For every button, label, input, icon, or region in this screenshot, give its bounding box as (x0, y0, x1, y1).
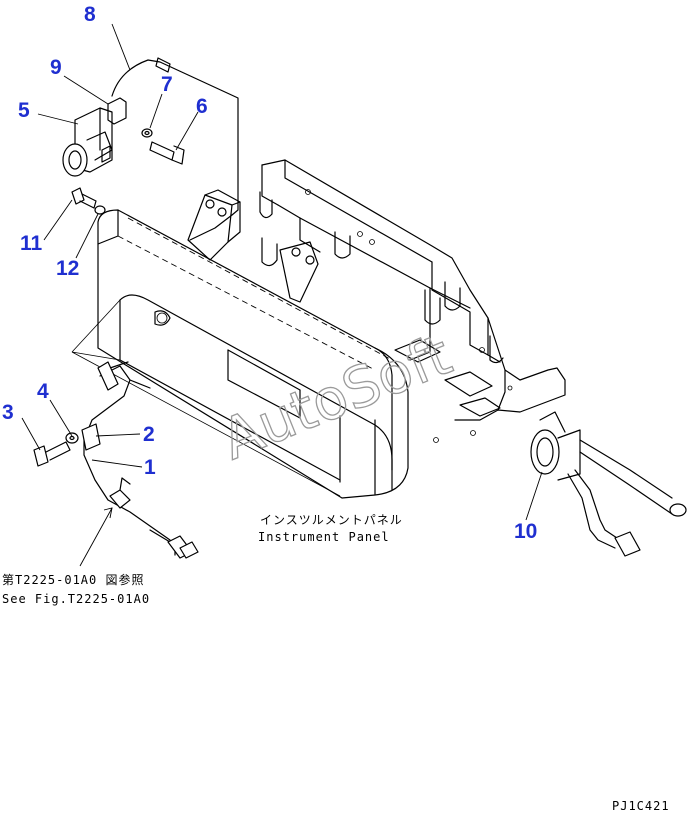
callout-9: 9 (50, 56, 62, 79)
console-box (71, 209, 409, 499)
leader-lines (21, 23, 543, 567)
callout-5: 5 (18, 99, 30, 122)
harness-1 (83, 361, 199, 559)
panel-label-en: Instrument Panel (258, 530, 390, 544)
callout-7: 7 (161, 73, 173, 96)
washer-12 (94, 205, 106, 215)
callout-12: 12 (56, 257, 79, 280)
bolt-3 (33, 441, 71, 467)
panel-label-jp: インスツルメントパネル (260, 513, 403, 527)
plate-9 (107, 97, 127, 125)
bolt-6 (149, 141, 185, 165)
mounting-bracket (187, 189, 319, 303)
callout-3: 3 (2, 401, 14, 424)
callout-6: 6 (196, 95, 208, 118)
instrument-panel-frame (259, 159, 566, 443)
callout-8: 8 (84, 3, 96, 26)
drawing-code: PJ1C421 (612, 799, 670, 813)
rotary-switch-5 (62, 107, 113, 177)
harness-8 (111, 57, 239, 241)
callout-4: 4 (37, 380, 49, 403)
bolt-11 (71, 187, 97, 209)
connector-10 (530, 411, 687, 557)
clamp-2 (81, 423, 101, 451)
callout-11: 11 (20, 232, 43, 255)
washer-4 (65, 432, 79, 444)
washer-7 (141, 128, 153, 138)
callout-2: 2 (143, 423, 155, 446)
callout-1: 1 (144, 456, 156, 479)
ref-label-en: See Fig.T2225-01A0 (2, 592, 150, 606)
callout-10: 10 (514, 520, 537, 543)
ref-label-jp: 第T2225-01A0 図参照 (2, 572, 144, 587)
watermark: AutoSoft (213, 323, 460, 473)
